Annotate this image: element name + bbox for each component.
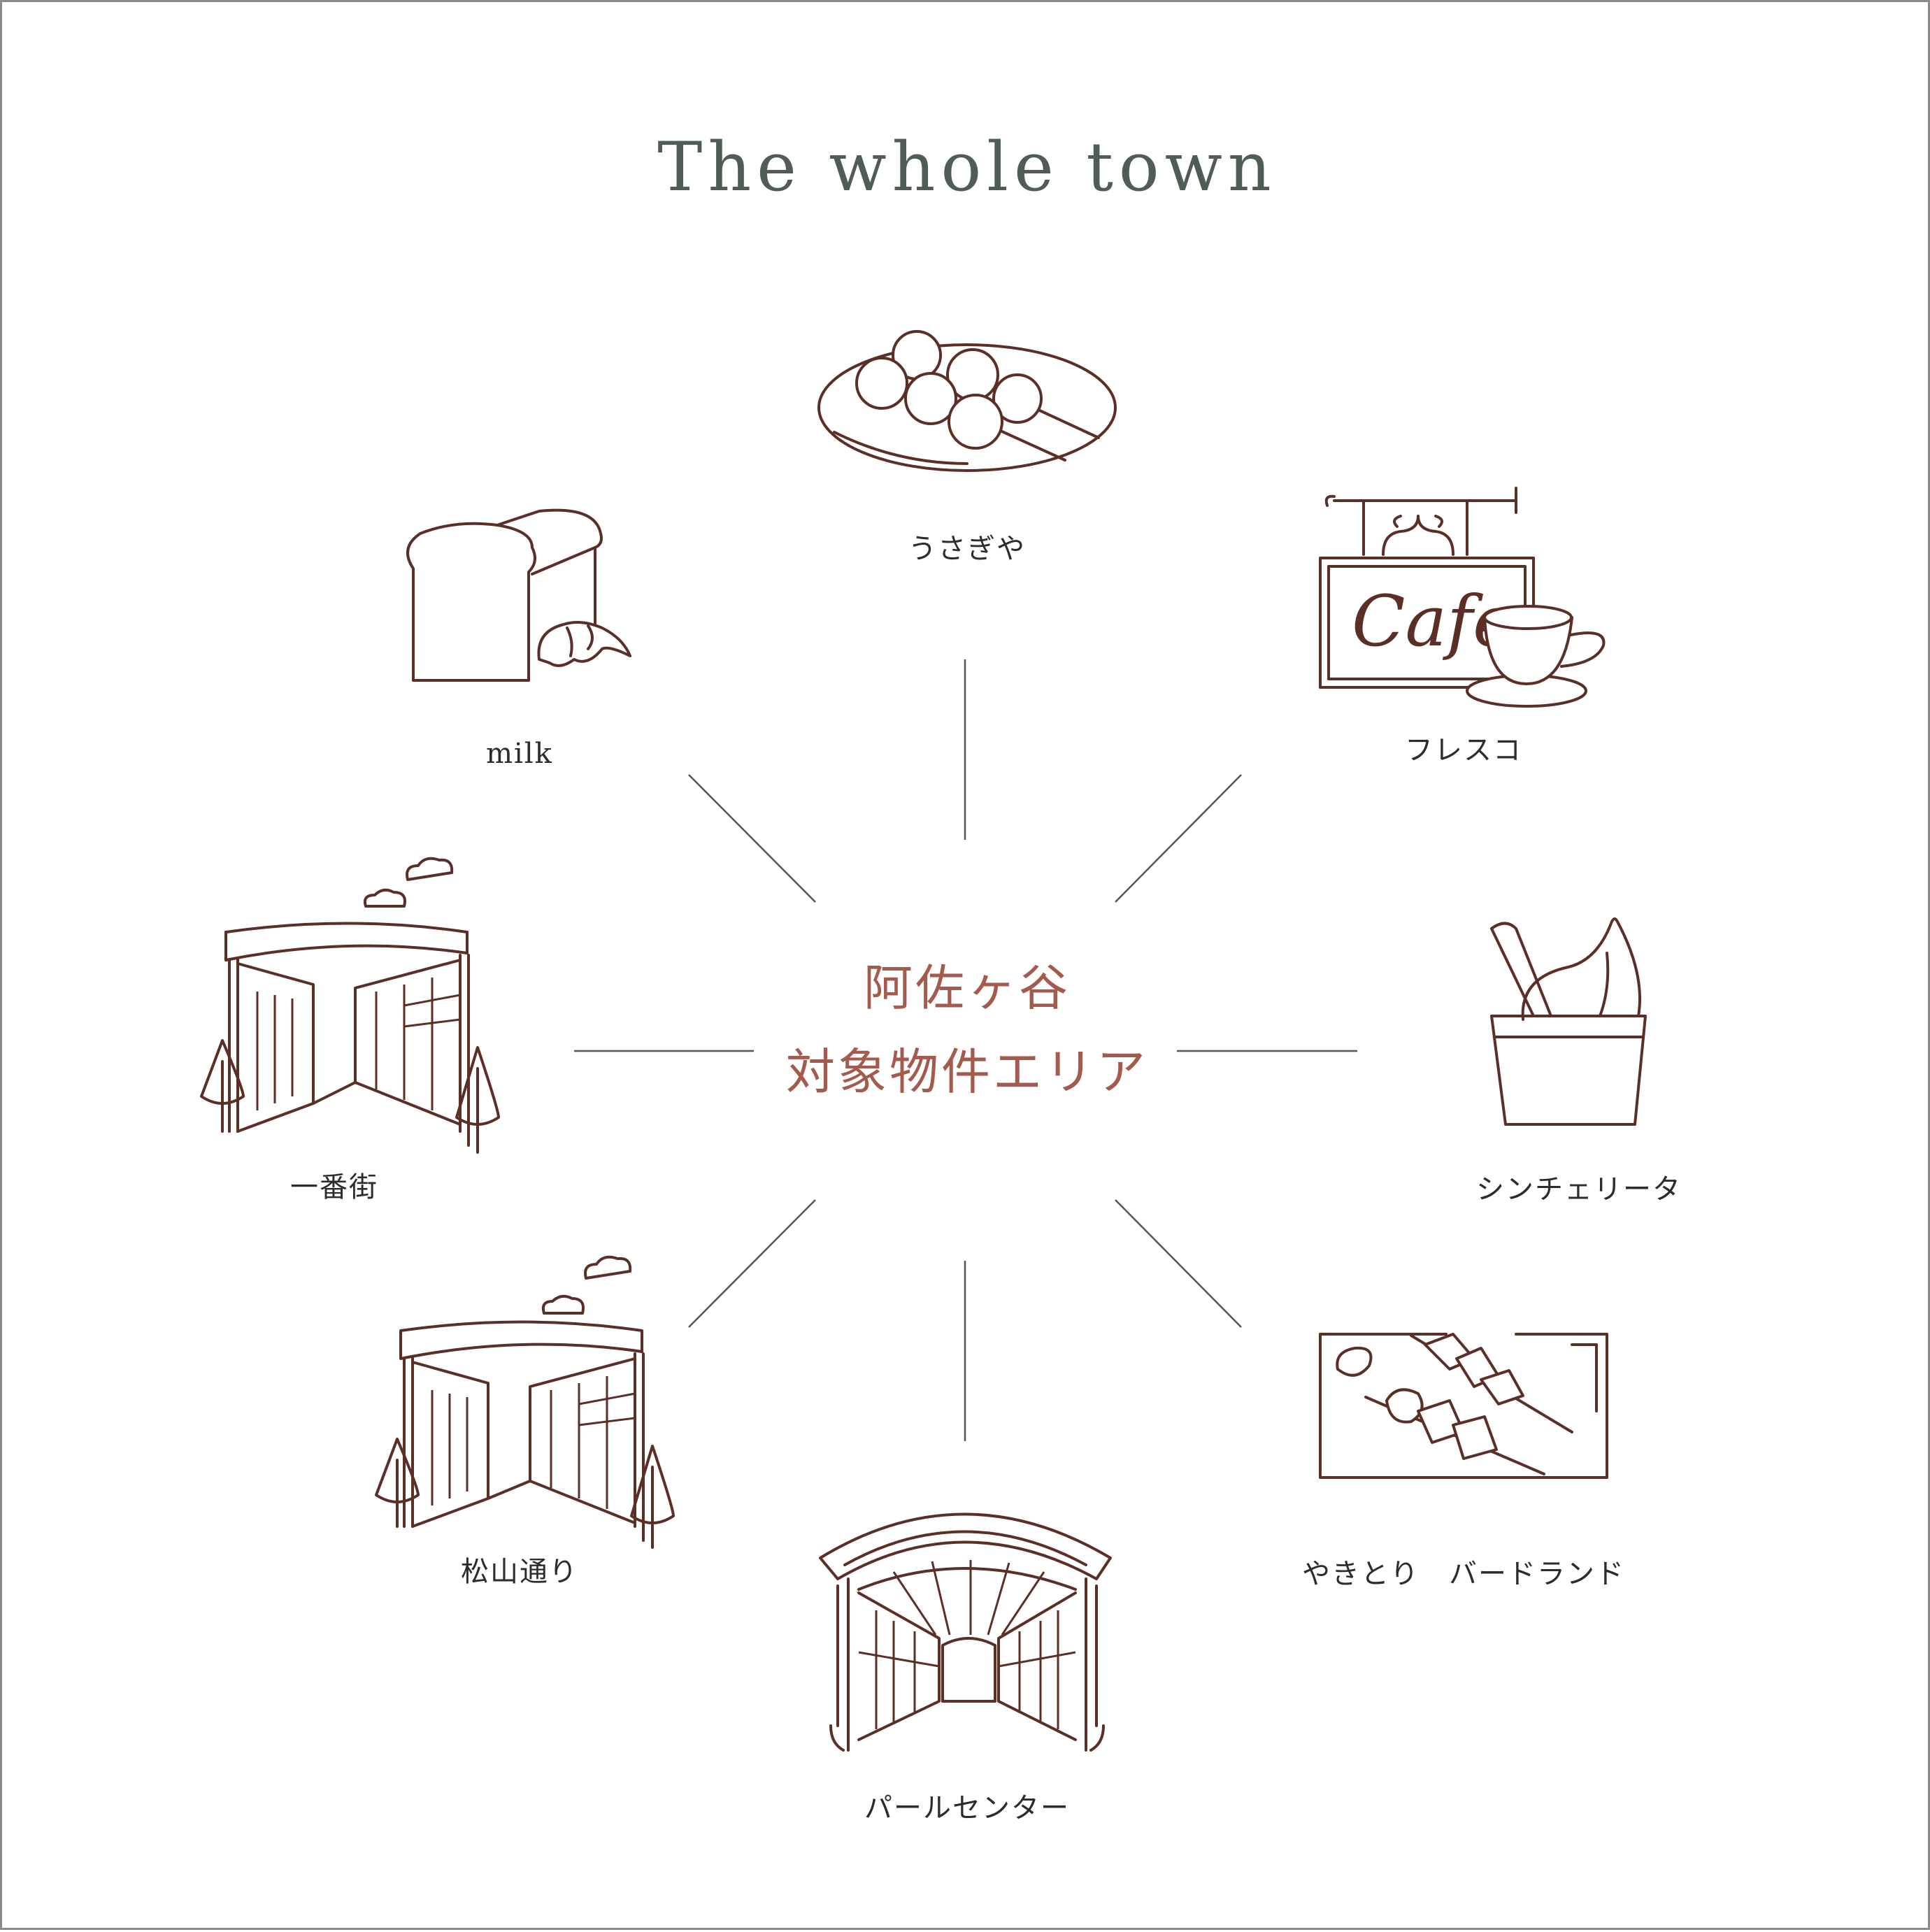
soft-serve-cup-icon: [1490, 917, 1647, 1126]
cafe-sign-coffee-icon: Cafe: [1319, 487, 1606, 708]
spoke-northwest: [688, 774, 816, 903]
dango-plate-icon: [817, 330, 1117, 472]
spot-label-usagiya: うさぎや: [908, 533, 1026, 565]
bread-croissant-icon: [406, 508, 631, 682]
spoke-southwest: [688, 1199, 816, 1328]
arcade-gate-icon: [819, 1512, 1112, 1752]
yakitori-plate-icon: [1319, 1333, 1608, 1479]
shopping-street-arch-icon: [375, 1255, 675, 1549]
spot-label-sincerita: シンチェリータ: [1476, 1173, 1682, 1205]
spot-label-pearl: パールセンター: [864, 1792, 1070, 1824]
spot-label-fresco: フレスコ: [1405, 734, 1522, 766]
spoke-southeast: [1115, 1199, 1242, 1328]
center-area-name: 阿佐ヶ谷: [864, 959, 1071, 1017]
spot-label-ichibangai: 一番街: [290, 1171, 378, 1203]
center-area-subtitle: 対象物件エリア: [786, 1043, 1148, 1101]
spot-label-milk: milk: [486, 738, 553, 770]
spot-label-yakitori: やきとり バードランド: [1302, 1558, 1625, 1590]
page-title: The whole town: [657, 128, 1277, 206]
shopping-street-arch-icon: [200, 857, 500, 1154]
spoke-northeast: [1115, 774, 1242, 903]
spot-label-matsuyama: 松山通り: [461, 1556, 578, 1588]
